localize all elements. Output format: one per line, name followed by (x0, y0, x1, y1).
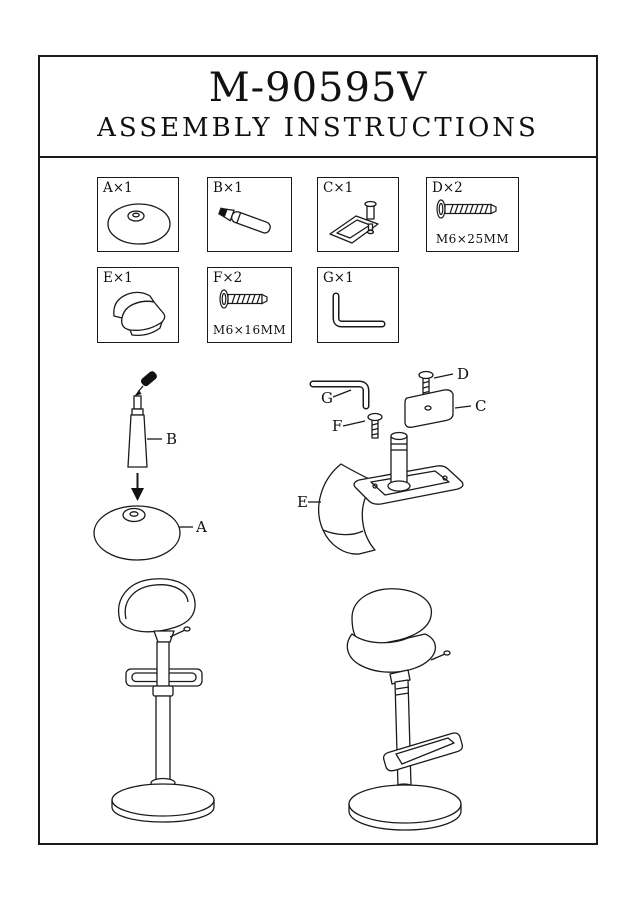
step2-seat-assembly-diagram: G D C F E (297, 365, 486, 555)
part-a-qty-label: A×1 (103, 180, 133, 196)
part-g-qty-label: G×1 (323, 270, 354, 286)
callout-a-label: A (195, 518, 207, 536)
callout-b-label: B (166, 430, 177, 448)
callout-g-label: G (321, 389, 333, 407)
part-g-allen-key-icon (332, 292, 386, 328)
callout-c-label: C (475, 397, 486, 415)
part-box-c: C×1 (317, 177, 399, 252)
border-frame: M-90595V ASSEMBLY INSTRUCTIONS A×1 B×1 (38, 55, 598, 845)
part-c-qty-label: C×1 (323, 180, 354, 196)
part-box-e: E×1 (97, 267, 179, 343)
part-b-qty-label: B×1 (213, 180, 243, 196)
assembled-stool-side-view (111, 578, 215, 823)
part-d-bolt-icon (436, 199, 497, 219)
part-d-qty-label: D×2 (432, 180, 463, 196)
part-f-bolt-icon (219, 289, 268, 309)
step1-pole-into-base-diagram: B A (93, 371, 207, 561)
part-e-qty-label: E×1 (103, 270, 133, 286)
part-box-a: A×1 (97, 177, 179, 252)
part-d-size-note: M6×25MM (435, 232, 510, 246)
part-c-bracket-icon (329, 200, 379, 244)
part-box-g: G×1 (317, 267, 399, 343)
part-a-base-icon (107, 203, 171, 245)
title-block: M-90595V ASSEMBLY INSTRUCTIONS (40, 57, 596, 158)
part-e-seat-icon (113, 291, 166, 336)
callout-d-label: D (457, 365, 469, 383)
callout-f-label: F (332, 417, 342, 435)
page-subtitle: ASSEMBLY INSTRUCTIONS (97, 113, 539, 143)
callout-e-label: E (297, 493, 308, 511)
part-box-d: D×2 M6×25MM (426, 177, 519, 252)
assembled-stool-perspective-view (346, 588, 464, 831)
part-box-f: F×2 M6×16MM (207, 267, 292, 343)
part-box-b: B×1 (207, 177, 292, 252)
model-number: M-90595V (208, 65, 428, 111)
part-f-qty-label: F×2 (213, 270, 243, 286)
part-f-size-note: M6×16MM (212, 323, 287, 337)
part-b-gaslift-icon (218, 207, 271, 234)
